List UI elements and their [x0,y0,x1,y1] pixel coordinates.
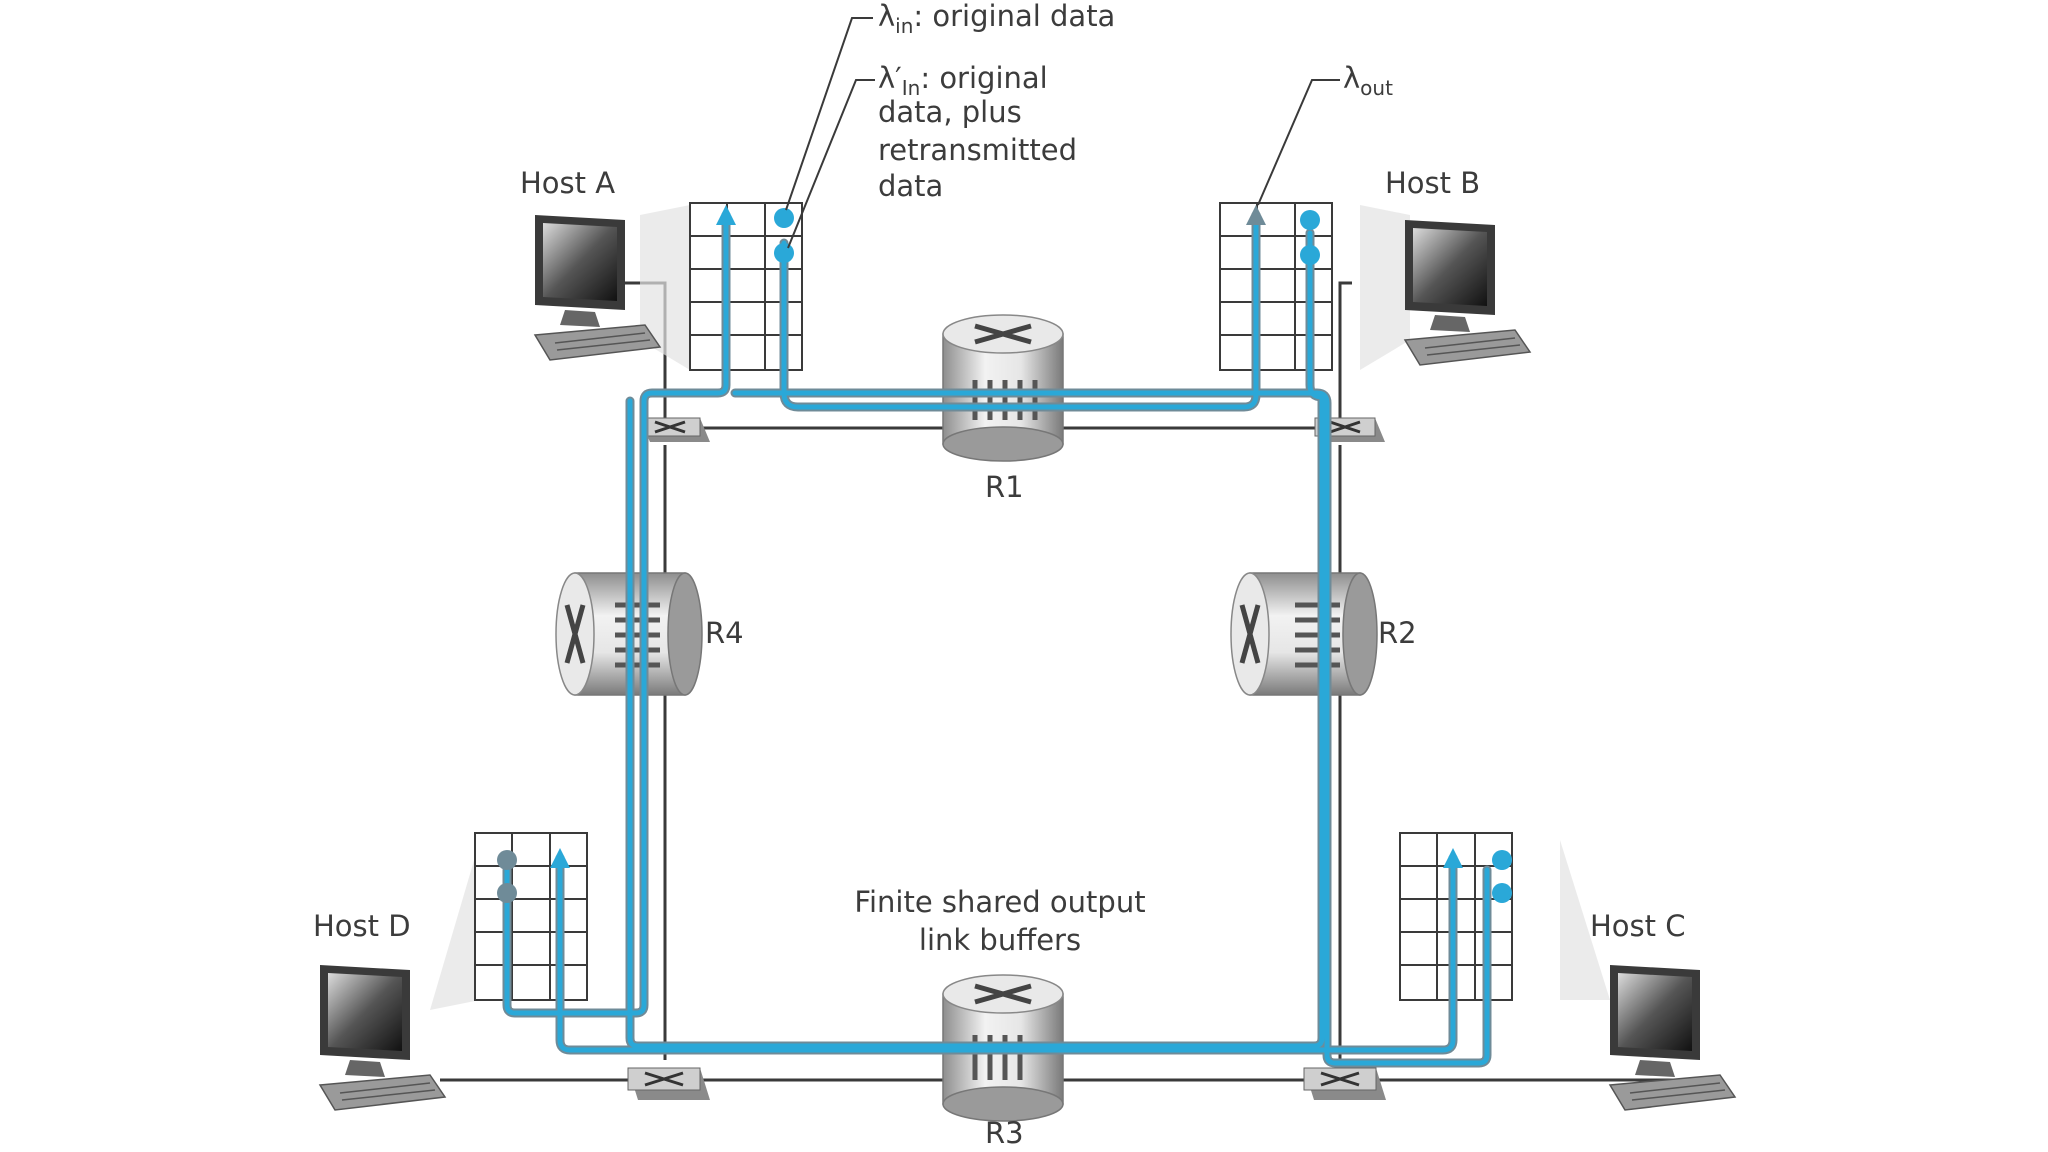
dot-icon [497,850,517,870]
dot-icon [497,883,517,903]
router-r1-label: R1 [985,470,1024,504]
host-b-label: Host B [1385,166,1480,200]
dot-icon [1300,245,1320,265]
lambda-in-subscript: in [895,14,913,38]
lambda-in-prime-label: λ′In: original [878,61,1048,100]
host-a-label: Host A [520,166,615,200]
router-r3-label: R3 [985,1116,1024,1150]
lambda-in-prime-text: : original [920,61,1047,95]
buffers-label-line2: link buffers [919,923,1081,957]
switch-top-left [639,417,710,442]
lambda-in-symbol: λ [878,0,895,33]
switch-bottom-left [627,1067,710,1100]
arrow-up-icon [550,848,570,868]
arrow-up-icon [1246,205,1266,225]
host-d-computer-icon [318,965,447,1111]
lambda-in-prime-subscript: In [902,76,921,100]
switch-bottom-right [1303,1067,1386,1100]
lambda-in-text: : original data [913,0,1115,33]
router-r2-icon [1230,572,1378,696]
flow-c-to-a-gray [730,388,1492,1068]
leader-lambda-in [785,17,873,211]
router-r1-icon [942,314,1064,462]
router-r2-label: R2 [1378,616,1417,650]
buffer-wedges [430,205,1610,1010]
arrow-up-icon [716,205,736,225]
lambda-in-prime-line2: data, plus [878,95,1022,129]
lambda-in-prime-line4: data [878,169,943,203]
flow-paths [502,210,1492,1068]
leader-lambda-in-prime [787,79,875,249]
lambda-out-label: λout [1343,61,1393,100]
flow-markers [497,205,1512,903]
dot-icon [774,243,794,263]
lambda-in-prime-line3: retransmitted [878,133,1077,167]
callout-leaders [785,17,1340,249]
leader-lambda-out [1257,79,1340,206]
link-b-switch [1338,281,1352,420]
dot-icon [1492,883,1512,903]
host-d-label: Host D [313,909,411,943]
dot-icon [774,208,794,228]
host-c-label: Host C [1590,909,1686,943]
dot-icon [1300,210,1320,230]
lambda-out-subscript: out [1360,76,1393,100]
host-a-computer-icon [533,215,662,361]
dot-icon [1492,850,1512,870]
buffer-host-d [474,832,588,1001]
lambda-in-prime-symbol: λ′ [878,61,902,95]
buffers-label-line1: Finite shared output [854,885,1145,919]
lambda-out-symbol: λ [1343,61,1360,95]
arrow-up-icon [1443,848,1463,868]
lambda-in-label: λin: original data [878,0,1115,38]
labels: Host A Host B Host D Host C R1 R2 R3 R4 … [313,0,1686,1150]
host-c-computer-icon [1608,965,1737,1111]
router-r4-label: R4 [705,616,744,650]
host-b-computer-icon [1403,220,1532,366]
